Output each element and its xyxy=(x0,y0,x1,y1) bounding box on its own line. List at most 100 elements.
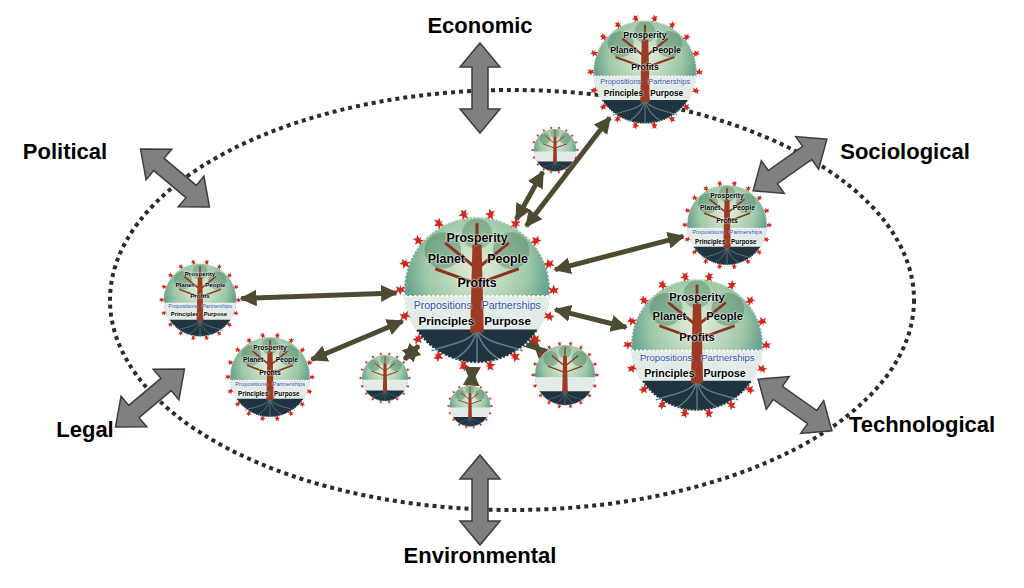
root-line xyxy=(555,162,568,168)
circle-border xyxy=(164,264,237,337)
maple-leaf xyxy=(398,257,412,271)
maple-leaf xyxy=(542,257,556,271)
maple-leaf xyxy=(216,330,223,337)
maple-leaf xyxy=(508,349,523,364)
maple-leaf xyxy=(682,222,688,228)
node-text: Principles xyxy=(238,391,269,397)
maple-leaf xyxy=(695,68,703,76)
root-line xyxy=(613,100,645,115)
maple-leaf xyxy=(227,388,234,395)
maple-leaf xyxy=(216,263,223,270)
maple-leaf xyxy=(484,208,496,220)
influence-arrow xyxy=(742,123,839,207)
node-text: People xyxy=(733,205,755,212)
pestle-label: Political xyxy=(23,141,107,163)
maple-leaf xyxy=(650,14,659,23)
root-line xyxy=(629,100,645,121)
root-line xyxy=(476,329,478,362)
double-arrow-connector xyxy=(526,118,610,226)
node-text: Prosperity xyxy=(185,271,216,277)
circle-fill xyxy=(450,386,491,427)
maple-leaf xyxy=(592,361,598,367)
maple-leaf xyxy=(679,271,690,282)
maple-leaf xyxy=(306,359,313,366)
root-line xyxy=(565,391,584,400)
root-line xyxy=(715,247,728,264)
double-arrow-connector xyxy=(535,346,540,351)
maple-leaf xyxy=(586,392,592,398)
maple-leaf xyxy=(564,167,568,171)
circle-border xyxy=(593,20,696,123)
circle-fill xyxy=(230,337,310,417)
maple-leaf xyxy=(667,114,677,124)
maple-leaf xyxy=(234,346,242,354)
boundary-ellipse xyxy=(110,90,914,510)
tree-trunk xyxy=(468,393,472,418)
node-text: Purpose xyxy=(274,391,300,397)
maple-leaf xyxy=(233,283,240,290)
maple-leaf xyxy=(598,32,609,43)
root-line xyxy=(464,417,470,426)
node-text: Principles xyxy=(644,367,694,378)
maple-leaf xyxy=(226,321,233,328)
root-area xyxy=(642,381,753,411)
root-area xyxy=(453,417,487,426)
maple-leaf xyxy=(167,321,174,328)
tree-branch xyxy=(555,144,567,148)
maple-leaf xyxy=(716,180,723,187)
root-line xyxy=(548,162,555,171)
maple-leaf xyxy=(448,411,452,415)
maple-leaf xyxy=(743,294,757,308)
maple-leaf xyxy=(458,359,470,371)
maple-leaf xyxy=(538,351,544,357)
node-text: Partnerships xyxy=(648,79,690,86)
maple-leaf xyxy=(190,259,196,265)
maple-leaf xyxy=(448,397,452,401)
node-text: Purpose xyxy=(650,90,683,98)
maple-leaf xyxy=(542,309,556,323)
tree-circle-node: ProsperityPlanetPeopleProfitsProposition… xyxy=(587,14,703,130)
maple-leaf xyxy=(401,360,406,365)
tree-trunk xyxy=(562,356,568,393)
double-arrow-connector xyxy=(516,172,543,220)
circle-fill xyxy=(593,20,696,123)
root-line xyxy=(457,417,470,423)
root-line xyxy=(431,329,477,350)
maple-leaf xyxy=(557,341,562,346)
root-line xyxy=(645,100,661,121)
maple-leaf xyxy=(574,156,578,160)
maple-leaf xyxy=(488,411,492,415)
double-arrow-connector xyxy=(555,236,683,269)
root-line xyxy=(470,417,476,426)
maple-leaf xyxy=(691,49,701,59)
maple-leaf xyxy=(395,355,400,360)
node-text: Partnerships xyxy=(202,305,232,310)
maple-leaf xyxy=(763,236,770,243)
maple-leaf xyxy=(587,68,595,76)
maple-leaf xyxy=(190,335,196,341)
root-line xyxy=(555,162,556,172)
maple-leaf xyxy=(761,340,771,350)
tree-circle-node xyxy=(447,383,493,429)
double-arrow-connector xyxy=(469,371,475,382)
influence-arrow xyxy=(460,43,500,133)
root-line xyxy=(270,399,271,417)
maple-leaf xyxy=(465,425,468,428)
maple-leaf xyxy=(568,341,573,346)
node-text: Prosperity xyxy=(623,30,666,39)
tree-trunk xyxy=(383,364,387,392)
root-line xyxy=(189,320,200,335)
maple-leaf xyxy=(725,398,738,411)
circle-fill xyxy=(534,129,577,172)
pestle-label: Technological xyxy=(849,414,995,436)
double-arrow-connector xyxy=(241,293,396,299)
maple-leaf xyxy=(702,185,710,193)
root-area xyxy=(602,100,689,124)
tree-circle-node: ProsperityPlanetPeopleProfitsProposition… xyxy=(159,259,241,341)
maple-leaf xyxy=(287,409,295,417)
node-text: Profits xyxy=(679,333,714,344)
root-line xyxy=(385,391,392,401)
maple-leaf xyxy=(546,400,552,406)
maple-leaf xyxy=(479,423,483,427)
maple-leaf xyxy=(656,398,669,411)
